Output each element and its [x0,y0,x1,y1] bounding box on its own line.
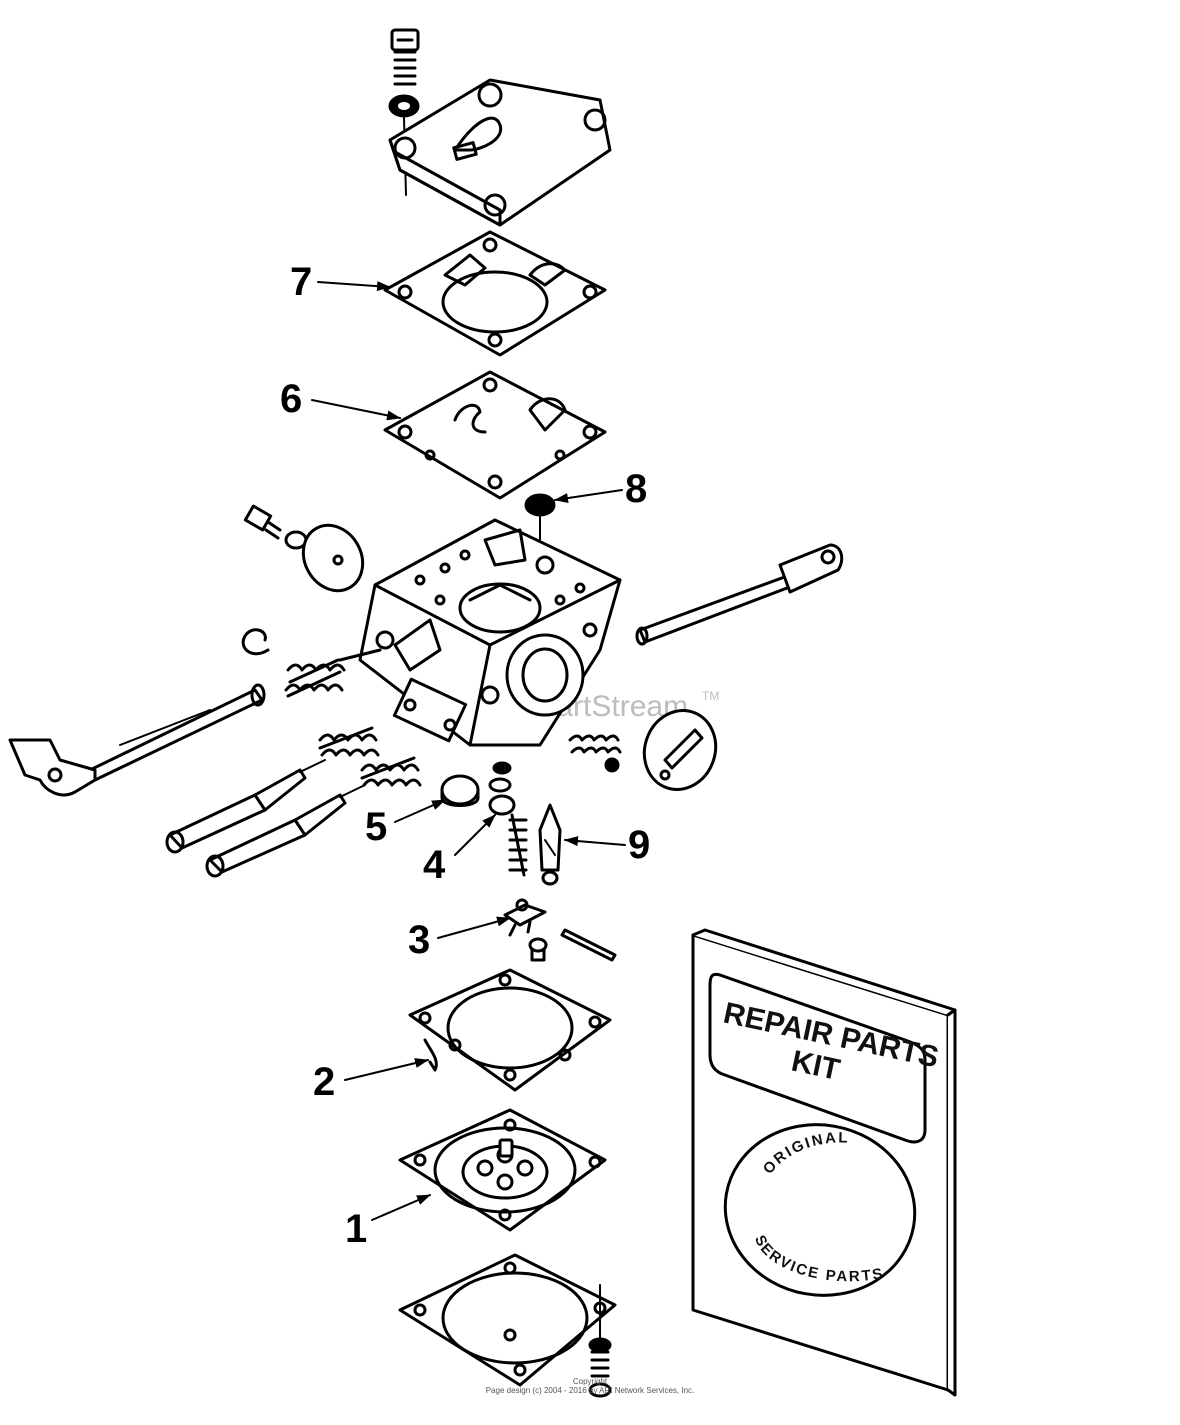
left-spring [284,648,382,698]
mixture-needles [165,759,366,878]
callout-6: 6 [280,377,302,421]
watermark-trademark: TM [702,689,719,703]
callout-7: 7 [290,260,312,304]
page-credit: Page design (c) 2004 - 2016 by ARI Netwo… [485,1386,695,1395]
callout-labels: 7 6 8 5 4 9 3 2 1 [280,260,650,1251]
leader-7 [317,281,391,292]
top-screw [388,28,420,196]
throttle-lever [8,683,266,797]
leader-6 [311,399,401,421]
needle-valve-9 [508,803,562,886]
round-plate [642,709,718,791]
gasket-6 [383,370,607,500]
gasket-7 [383,230,607,357]
diaphragm-1 [398,1108,607,1232]
callout-3: 3 [408,918,430,962]
c-clip [241,628,270,656]
callout-5: 5 [365,805,387,849]
callout-1: 1 [345,1207,367,1251]
leader-2 [344,1058,429,1081]
callout-4: 4 [423,843,446,887]
idle-spring [568,734,622,773]
bottom-cover [398,1253,617,1398]
mixture-springs [318,726,422,787]
leader-1 [371,1194,431,1221]
top-cover [388,78,612,227]
right-shaft [635,543,844,646]
callout-9: 9 [628,823,650,867]
callout-2: 2 [313,1060,335,1104]
leader-8 [554,489,623,504]
carburetor-body [358,518,622,747]
callout-8: 8 [625,467,647,511]
rings-4 [488,761,516,816]
copyright-label: Copyright [572,1377,608,1386]
gasket-2 [408,968,612,1092]
leader-9 [564,836,626,847]
throttle-screw [243,504,365,593]
cap-5 [440,774,480,807]
lever-3 [503,898,617,962]
repair-parts-kit [691,928,957,1397]
leader-4 [454,814,496,856]
leader-5 [394,799,446,823]
leader-3 [437,916,511,939]
